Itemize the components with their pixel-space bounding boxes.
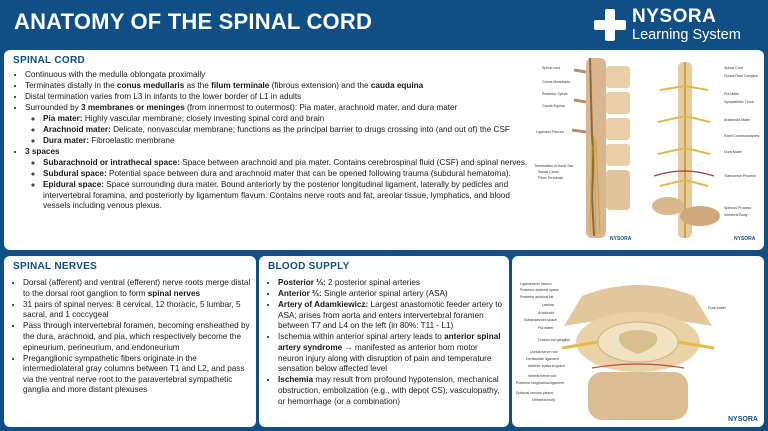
illus3-label: Dorsal root ganglion xyxy=(538,338,571,342)
list-item: Ischemia may result from profound hypote… xyxy=(278,375,505,407)
spinal-nerves-list: Dorsal (afferent) and ventral (efferent)… xyxy=(10,278,252,397)
illus2-label: Spinous Process xyxy=(724,206,751,210)
illus1-label: Spinal cord xyxy=(542,66,560,70)
spine-sagittal-illustration: Spinal cord Conus Medullaris Posterior S… xyxy=(534,56,644,246)
illus1-watermark: NYSORA xyxy=(610,236,632,242)
spinal-cord-list: Continuous with the medulla oblongata pr… xyxy=(12,70,534,212)
illus3-label: Ventral nerve root xyxy=(528,374,557,378)
nysora-logo: NYSORA Learning System xyxy=(594,6,764,46)
illus2-label: Arachnoid Mater xyxy=(724,118,751,122)
blood-supply-title: BLOOD SUPPLY xyxy=(268,261,350,272)
illus1-label: Termination of Dural Sac xyxy=(534,164,574,168)
list-item: Preganglionic sympathetic fibers origina… xyxy=(23,354,252,396)
illus1-label: Conus Medullaris xyxy=(542,80,570,84)
logo-subtitle: Learning System xyxy=(632,27,741,43)
list-item: Anterior ⅔: Single anterior spinal arter… xyxy=(278,289,505,300)
list-item: Terminates distally in the conus medulla… xyxy=(25,81,534,92)
list-item: Pia mater: Highly vascular membrane; clo… xyxy=(43,114,534,125)
illus2-label: Transverse Process xyxy=(724,174,756,178)
illus2-label: Rami Communicantes xyxy=(724,134,760,138)
illus3-label: Posterior longitudinal ligament xyxy=(516,381,565,385)
list-item: 31 pairs of spinal nerves: 8 cervical, 1… xyxy=(23,300,252,321)
illus3-label-right: Dura mater xyxy=(708,306,726,310)
illus3-label: Arachnoid xyxy=(538,311,555,315)
illus2-label: Pia Mater xyxy=(724,92,740,96)
spinal-nerves-panel: SPINAL NERVES Dorsal (afferent) and vent… xyxy=(4,256,256,427)
spine-posterior-illustration: Spinal Cord Dorsal Root Ganglion Pia Mat… xyxy=(644,56,762,246)
list-item: Epidural space: Space surrounding dura m… xyxy=(43,180,534,212)
header-bar: ANATOMY OF THE SPINAL CORD NYSORA Learni… xyxy=(0,0,768,48)
cross-section-svg xyxy=(561,285,715,420)
illus3-label: Pia mater xyxy=(538,326,554,330)
list-item: Surrounded by 3 membranes or meninges (f… xyxy=(25,103,534,146)
spinal-cord-title: SPINAL CORD xyxy=(13,55,86,66)
list-item: Subdural space: Potential space between … xyxy=(43,169,534,180)
illus3-watermark: NYSORA xyxy=(728,416,758,423)
illus3-label: Epidural venous plexus xyxy=(516,391,554,395)
illus2-label: Dura Mater xyxy=(724,150,742,154)
list-item: Distal termination varies from L3 in inf… xyxy=(25,92,534,103)
list-item: Arachnoid mater: Delicate, nonvascular m… xyxy=(43,125,534,136)
illus3-label: Dorsal nerve root xyxy=(530,350,558,354)
list-item: Continuous with the medulla oblongata pr… xyxy=(25,70,534,81)
logo-name: NYSORA xyxy=(632,6,717,27)
list-item: Subarachnoid or intrathecal space: Space… xyxy=(43,158,534,169)
illus2-label: Sympathetic Trunk xyxy=(724,100,754,104)
illus3-label: Ligamentum flavum xyxy=(520,282,552,286)
list-item: Pass through intervertebral foramen, bec… xyxy=(23,321,252,353)
list-item: Dorsal (afferent) and ventral (efferent)… xyxy=(23,278,252,299)
illus1-label: Filum Terminale xyxy=(538,176,564,180)
blood-supply-list: Posterior ⅓: 2 posterior spinal arteries… xyxy=(265,278,505,408)
spinal-nerves-title: SPINAL NERVES xyxy=(13,261,98,272)
illus3-label: Posterior epidural space xyxy=(520,288,559,292)
list-item: 3 spacesSubarachnoid or intrathecal spac… xyxy=(25,147,534,212)
illus3-label: Vertebral body xyxy=(532,398,556,402)
list-item: Ischemia within anterior spinal artery l… xyxy=(278,332,505,374)
illus1-label: Sacral Canal xyxy=(538,170,559,174)
blood-supply-panel: BLOOD SUPPLY Posterior ⅓: 2 posterior sp… xyxy=(259,256,509,427)
illus2-label: Vertebral Body xyxy=(724,213,748,217)
illus3-label: Lamina xyxy=(542,303,554,307)
illus2-watermark: NYSORA xyxy=(734,236,756,242)
illus2-label: Spinal Cord xyxy=(724,66,743,70)
illus3-label: Posterior epidural fat xyxy=(520,295,554,299)
illus1-label: Ligament Flavum xyxy=(536,130,564,134)
cross-section-panel: Ligamentum flavum Posterior epidural spa… xyxy=(512,256,764,427)
spinal-cord-panel: NYSORA SPINAL CORD Continuous with the m… xyxy=(4,50,764,250)
illus2-label: Dorsal Root Ganglion xyxy=(724,74,759,78)
cross-icon xyxy=(594,9,626,41)
page-title: ANATOMY OF THE SPINAL CORD xyxy=(14,9,373,34)
illus3-label: Denticulate ligament xyxy=(526,357,559,361)
list-item: Artery of Adamkiewicz: Largest anastomot… xyxy=(278,300,505,332)
illus1-label: Posterior Spinal xyxy=(542,92,568,96)
illus3-label: Anterior epidural space xyxy=(528,364,565,368)
list-item: Dura mater: Fibroelastic membrane xyxy=(43,136,534,147)
spine-posterior-svg xyxy=(652,62,720,238)
illus1-label: Cauda Equina xyxy=(542,104,565,108)
spine-sagittal-svg xyxy=(571,57,630,238)
illus3-label: Subarachnoid space xyxy=(524,318,557,322)
list-item: Posterior ⅓: 2 posterior spinal arteries xyxy=(278,278,505,289)
